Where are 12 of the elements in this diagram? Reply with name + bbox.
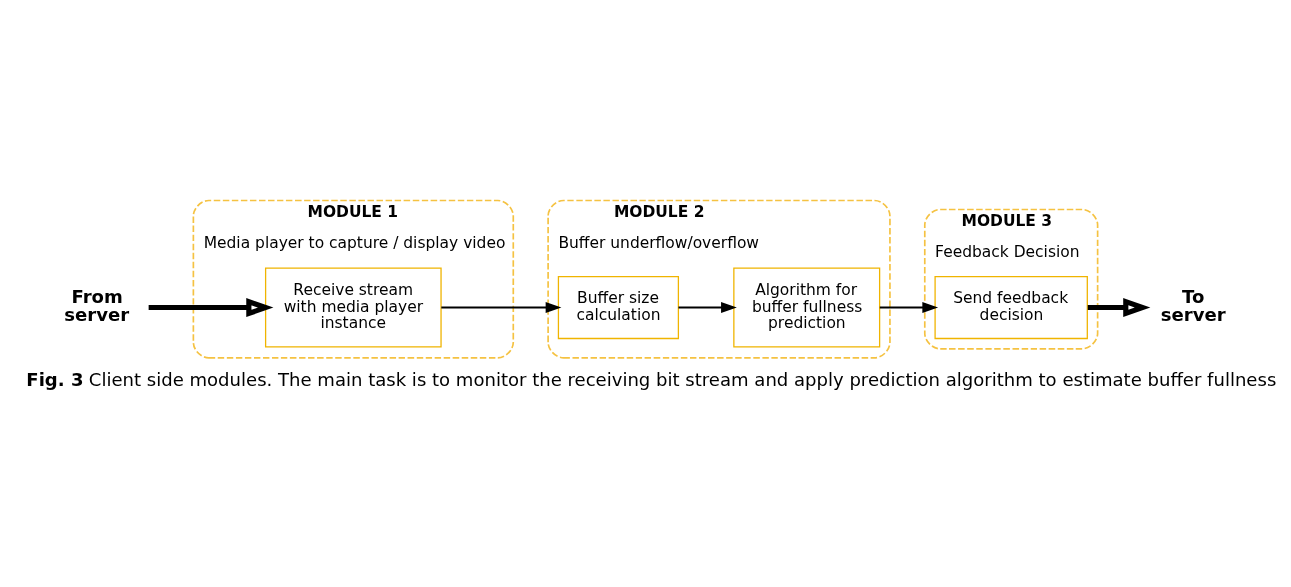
node-box: Receive stream with media player instance xyxy=(264,267,442,348)
node-text: To server xyxy=(1160,285,1226,325)
node-box: Buffer size calculation xyxy=(557,275,680,339)
arrow xyxy=(879,301,939,313)
arrow xyxy=(1087,297,1151,317)
node-text: From server xyxy=(64,285,130,325)
arrow xyxy=(441,301,562,313)
arrow xyxy=(678,301,737,313)
arrow xyxy=(148,297,274,317)
node-box: Send feedback decision xyxy=(934,275,1088,339)
node-box: Algorithm for buffer fullness prediction xyxy=(733,267,881,348)
caption: Fig. 3 Client side modules. The main task is to monitor the receiving bit stream and apply prediction algorithm to estimate buffer fullness xyxy=(26,368,1277,390)
